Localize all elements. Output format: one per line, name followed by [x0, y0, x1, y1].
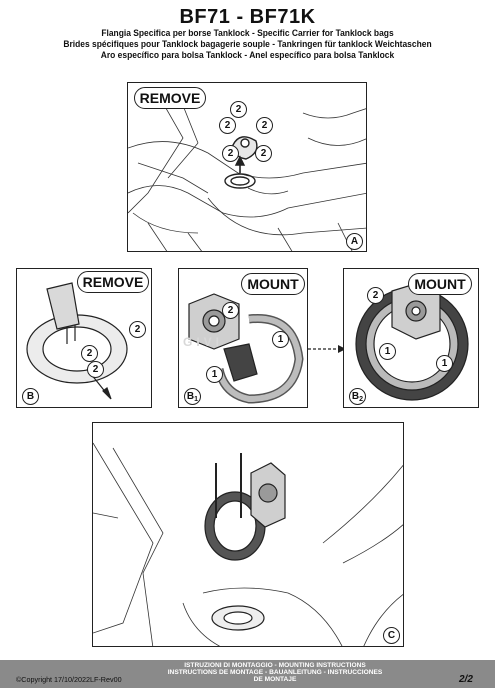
panel-corner-label: A — [346, 233, 363, 250]
callout-2: 2 — [87, 361, 104, 378]
mount-label-b2: MOUNT — [408, 273, 472, 295]
remove-label-a: REMOVE — [134, 87, 206, 109]
footer-instructions-line-3: DE MONTAJE — [253, 676, 297, 684]
panel-a: REMOVE 2 2 2 2 2 A — [127, 82, 367, 252]
assembled-flange-illustration — [355, 282, 469, 401]
callout-2: 2 — [219, 117, 236, 134]
footer-instructions: ISTRUZIONI DI MONTAGGIO - MOUNTING INSTR… — [150, 662, 400, 684]
copyright: ©Copyright 17/10/2022LF-Rev00 — [16, 675, 122, 684]
subtitle-line-2: Brides spécifiques pour Tanklock bagager… — [63, 39, 432, 50]
mount-label-b1: MOUNT — [241, 273, 305, 295]
callout-2: 2 — [222, 145, 239, 162]
subtitle-line-3: Aro específico para bolsa Tanklock - Ane… — [100, 50, 395, 61]
callout-2: 2 — [129, 321, 146, 338]
page-number: 2/2 — [459, 674, 473, 685]
callout-2: 2 — [256, 117, 273, 134]
panel-corner-label: C — [383, 627, 400, 644]
panel-corner-label: B2 — [349, 388, 366, 405]
remove-label-b: REMOVE — [77, 271, 149, 293]
callout-1: 1 — [436, 355, 453, 372]
panel-corner-label: B1 — [184, 388, 201, 405]
panel-c: C — [92, 422, 404, 647]
panel-corner-label: B — [22, 388, 39, 405]
flange-removal-illustration — [26, 282, 128, 400]
header: BF71 - BF71K Flangia Specifica per borse… — [0, 6, 495, 62]
tank-mount-illustration — [93, 442, 403, 646]
panel-b: REMOVE 2 2 2 B — [16, 268, 152, 408]
footer-instructions-line-2: INSTRUCTIONS DE MONTAGE - BAUANLEITUNG -… — [167, 669, 383, 677]
callout-2: 2 — [81, 345, 98, 362]
watermark: GIVI — [183, 335, 224, 349]
callout-2: 2 — [367, 287, 384, 304]
callout-2: 2 — [222, 302, 239, 319]
callout-2: 2 — [230, 101, 247, 118]
callout-1: 1 — [206, 366, 223, 383]
panel-b2: MOUNT 2 1 1 B2 — [343, 268, 479, 408]
motorcycle-tank-illustration — [128, 92, 366, 251]
callout-1: 1 — [272, 331, 289, 348]
footer: ©Copyright 17/10/2022LF-Rev00 ISTRUZIONI… — [0, 660, 495, 700]
subtitle-line-1: Flangia Specifica per borse Tanklock - S… — [101, 28, 394, 38]
page-title: BF71 - BF71K — [179, 6, 316, 28]
footer-bar — [0, 660, 495, 688]
footer-instructions-line-1: ISTRUZIONI DI MONTAGGIO - MOUNTING INSTR… — [184, 662, 366, 669]
callout-2: 2 — [255, 145, 272, 162]
callout-1: 1 — [379, 343, 396, 360]
panel-b1: MOUNT 2 1 1 B1 — [178, 268, 308, 408]
